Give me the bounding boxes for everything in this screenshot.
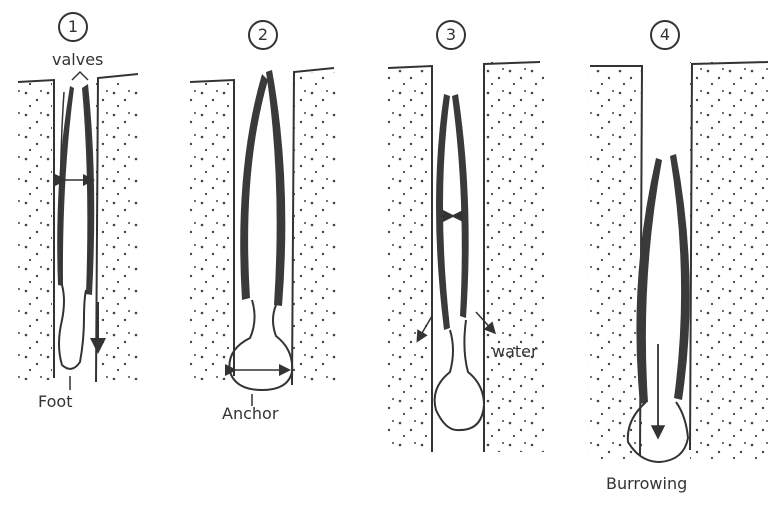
- label-burrowing: Burrowing: [606, 474, 688, 493]
- panel-1: [17, 70, 139, 390]
- step-number-2: 2: [248, 20, 278, 50]
- burrow-outline: [189, 67, 335, 386]
- step-number-4: 4: [650, 20, 680, 50]
- panel-3: [387, 61, 544, 452]
- sediment-right: [292, 72, 336, 382]
- sediment-left: [18, 80, 52, 380]
- foot-anchor: [626, 401, 690, 464]
- label-anchor: Anchor: [222, 404, 279, 423]
- shell-valve-left: [436, 94, 450, 330]
- valves-pointer: [71, 70, 89, 81]
- foot-anchor: [433, 319, 486, 432]
- sediment-right: [96, 80, 138, 380]
- label-water: water: [492, 342, 538, 361]
- panel-2: [189, 67, 336, 406]
- foot: [58, 284, 87, 370]
- label-foot: Foot: [38, 392, 73, 411]
- foot-anchor: [228, 299, 294, 392]
- shell-valve-left: [240, 74, 268, 300]
- burrow-outline: [17, 73, 139, 383]
- shell-valve-right: [82, 84, 95, 295]
- panel-4: [588, 61, 768, 464]
- shell-valve-left: [636, 158, 662, 404]
- shell-valve-right: [670, 154, 690, 400]
- shell-valve-right: [452, 94, 469, 318]
- sediment-left: [588, 70, 642, 460]
- step-number-3: 3: [436, 20, 466, 50]
- water-jet-arrow-right: [475, 311, 497, 335]
- sediment-left: [388, 70, 432, 450]
- sediment-left: [190, 80, 234, 380]
- water-jet-arrow-left: [416, 315, 433, 343]
- step-number-1: 1: [58, 12, 88, 42]
- shell-valve-left: [57, 86, 74, 286]
- shell-valve-right: [266, 70, 286, 306]
- sediment-right: [484, 62, 544, 452]
- sediment-right: [690, 62, 768, 462]
- label-valves: valves: [52, 50, 104, 69]
